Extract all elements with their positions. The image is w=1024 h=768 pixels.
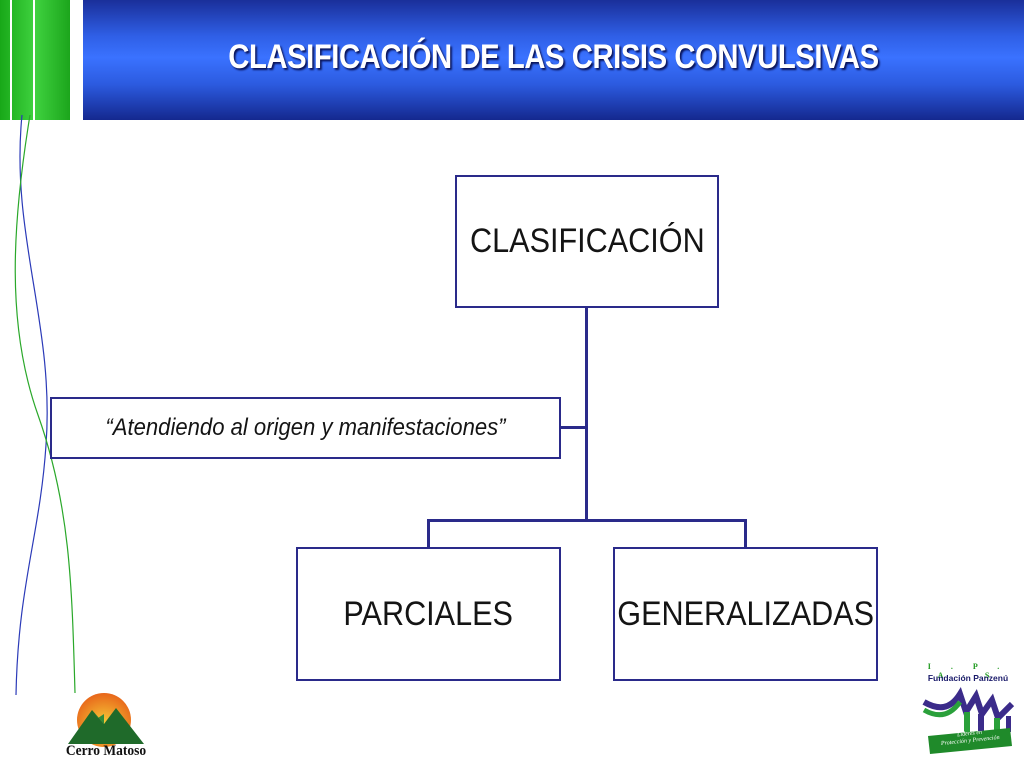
green-curve [14, 115, 76, 694]
child-node-label: PARCIALES [343, 594, 514, 633]
mountain-sun-icon [68, 693, 144, 747]
fundacion-panzenu-logo: I . P . A . S Fundación Panzenú Líderes … [916, 660, 1020, 760]
cerro-matoso-logo: Cerro Matoso [56, 688, 156, 766]
ipas-acronym: I . P . A . S [927, 662, 1009, 680]
child-node-generalizadas: GENERALIZADAS [613, 547, 878, 681]
blue-curve [15, 115, 48, 696]
slide-title: CLASIFICACIÓN DE LAS CRISIS CONVULSIVAS [228, 38, 879, 76]
green-stripe [33, 0, 35, 120]
decorative-curves [14, 115, 76, 696]
right-branch-drop [744, 519, 747, 549]
green-stripe [10, 0, 12, 120]
title-banner: CLASIFICACIÓN DE LAS CRISIS CONVULSIVAS [83, 0, 1024, 120]
root-node-label: CLASIFICACIÓN [469, 222, 705, 260]
left-branch-drop [427, 519, 430, 549]
root-connector [585, 306, 588, 522]
green-accent-block [0, 0, 70, 120]
panzenu-emblem-icon [922, 687, 1015, 754]
criteria-label: “Atendiendo al origen y manifestaciones” [105, 414, 506, 441]
branch-connector [427, 519, 747, 522]
child-node-label: GENERALIZADAS [617, 594, 874, 633]
root-node: CLASIFICACIÓN [455, 175, 719, 308]
criteria-node: “Atendiendo al origen y manifestaciones” [50, 397, 561, 459]
cerro-matoso-wordmark: Cerro Matoso [65, 743, 147, 759]
child-node-parciales: PARCIALES [296, 547, 561, 681]
fundacion-name: Fundación Panzenú [927, 673, 1009, 683]
criteria-connector [558, 426, 587, 429]
